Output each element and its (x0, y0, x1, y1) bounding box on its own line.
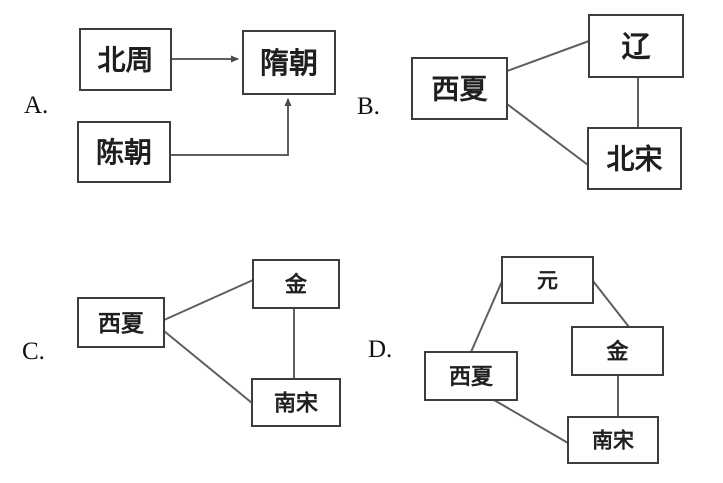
node-B-liao-label: 辽 (621, 30, 651, 63)
node-C-jin-label: 金 (284, 272, 308, 297)
node-C-nansong-box (251, 378, 341, 427)
option-A-label: A. (24, 92, 48, 119)
edge-B-xixia-to-beisong-line (506, 103, 589, 166)
node-C-xixia-box (77, 297, 165, 348)
node-B-liao-box (588, 14, 684, 78)
node-C-xixia-label: 西夏 (98, 311, 145, 336)
edge-D-yuan-to-xixia-line (470, 278, 504, 353)
node-D-jin-label: 金 (605, 339, 629, 364)
edge-D-xixia-to-nansong-line (493, 399, 569, 444)
node-D-nansong-label: 南宋 (592, 429, 634, 453)
node-B-beisong-box (587, 127, 682, 190)
edge-B-xixia-to-liao-line (506, 40, 590, 72)
edge-D-yuan-to-jin-line (592, 280, 630, 328)
option-C-diagram: C. 西夏 金南宋 (22, 259, 341, 427)
node-D-nansong-box (567, 416, 659, 464)
node-A-beizhou-label: 北周 (97, 45, 153, 77)
node-B-beisong-label: 北宋 (606, 144, 662, 176)
option-B-label: B. (357, 93, 380, 120)
node-D-yuan-label: 元 (537, 269, 558, 293)
option-C-label: C. (22, 338, 45, 365)
edge-C-xixia-to-nansong-line (163, 330, 253, 404)
node-A-chenchao-box (77, 121, 171, 183)
node-D-yuan-box (501, 256, 594, 304)
node-B-xixia-box (411, 57, 508, 120)
option-D-label: D. (368, 336, 392, 363)
node-A-suichao-label: 隋朝 (260, 47, 318, 80)
option-B-diagram: B. 西夏 辽北宋 (357, 14, 684, 190)
node-C-nansong-label: 南宋 (274, 390, 318, 415)
node-B-xixia-label: 西夏 (431, 75, 488, 106)
edge-C-xixia-to-jin-line (163, 279, 254, 321)
node-D-jin-box (571, 326, 664, 376)
node-A-beizhou-box (79, 28, 172, 91)
node-A-chenchao-label: 陈朝 (96, 136, 152, 169)
node-D-xixia-label: 西夏 (449, 364, 494, 389)
node-D-xixia-box (424, 351, 518, 401)
node-A-suichao-box (242, 30, 336, 95)
edge-A-chenchao-to-suichao-arrow (170, 98, 292, 156)
node-C-jin-box (252, 259, 340, 309)
diagram-root: A.北周隋朝陈朝B.西夏辽北宋C.西夏金南宋D.元金西夏南宋 (22, 14, 684, 464)
